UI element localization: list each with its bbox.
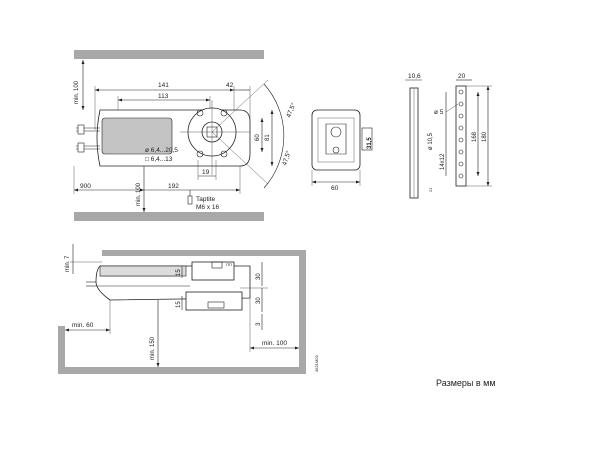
dim-min100-top: min. 100 — [74, 80, 80, 104]
bracket-dim-14x12: 14x12 — [440, 153, 446, 170]
units-caption: Размеры в мм — [436, 378, 496, 388]
taptite-label: Taptite — [196, 196, 216, 203]
actuator-housing-strip — [101, 117, 173, 155]
mount-view: min. 7 ПП 15 15 30 30 3 — [58, 244, 319, 374]
dim-81-top: 81 — [265, 134, 271, 141]
bracket-dim-21: 21 — [428, 187, 433, 192]
mount-dim-min7: min. 7 — [65, 255, 71, 272]
mount-dim-min60: min. 60 — [72, 322, 94, 329]
bracket-strip — [455, 85, 467, 187]
bracket-dim-168: 168 — [472, 131, 478, 142]
screw-label: M6 x 16 — [196, 204, 220, 211]
top-view: min. 100 141 42 113 — [73, 50, 298, 221]
drawing-code: 4621M03 — [314, 355, 319, 372]
wall-top-strip — [102, 250, 306, 256]
wall-floor — [58, 367, 306, 374]
dim-42: 42 — [226, 82, 234, 89]
wall-right — [299, 250, 306, 374]
mount-dim-min150: min. 150 — [150, 336, 156, 360]
mount-dim-30-bottom: 30 — [256, 297, 262, 304]
bracket-dim-20: 20 — [458, 73, 466, 80]
dim-113: 113 — [158, 93, 169, 100]
wall-bottom — [74, 212, 264, 221]
cables-top — [76, 124, 100, 153]
clamp-marker: ПП — [226, 262, 232, 267]
mount-dim-min100: min. 100 — [262, 340, 287, 347]
dim-900: 900 — [80, 183, 91, 190]
bracket-view: 10,6 20 ø 5 ø 10,5 14x12 168 180 — [405, 73, 492, 199]
wall-top — [74, 50, 264, 59]
bracket-dim-phi5: ø 5 — [434, 109, 444, 116]
shaft-square-label: □ 6,4...13 — [145, 156, 173, 163]
shaft-round-label: ø 6,4...20,5 — [145, 147, 178, 154]
mount-dim-30-top: 30 — [256, 273, 262, 280]
dim-min100-bottom: min. 100 — [136, 182, 142, 206]
bracket-dim-10-6: 10,6 — [408, 73, 421, 80]
side-label-315: 31,5 — [367, 137, 373, 149]
bracket-dim-phi10-5: ø 10,5 — [428, 132, 434, 150]
angle-upper: 47,5° — [284, 101, 297, 119]
taptite-screw-icon — [187, 190, 193, 205]
mount-dim-15-top: 15 — [176, 269, 182, 276]
mount-dim-3: 3 — [256, 322, 262, 326]
dim-60-top: 60 — [255, 134, 261, 141]
mount-dim-15-bottom: 15 — [176, 301, 182, 308]
wall-left — [58, 326, 65, 374]
bracket-holes — [458, 89, 464, 179]
actuator-side-body — [311, 109, 361, 171]
side-view: 31,5 60 — [311, 109, 373, 192]
bracket-dim-180: 180 — [482, 131, 488, 142]
rotation-arc — [263, 83, 285, 189]
dim-141: 141 — [158, 82, 169, 89]
dim-192: 192 — [168, 183, 179, 190]
dim-19: 19 — [202, 169, 210, 176]
side-dim-60: 60 — [331, 185, 339, 192]
